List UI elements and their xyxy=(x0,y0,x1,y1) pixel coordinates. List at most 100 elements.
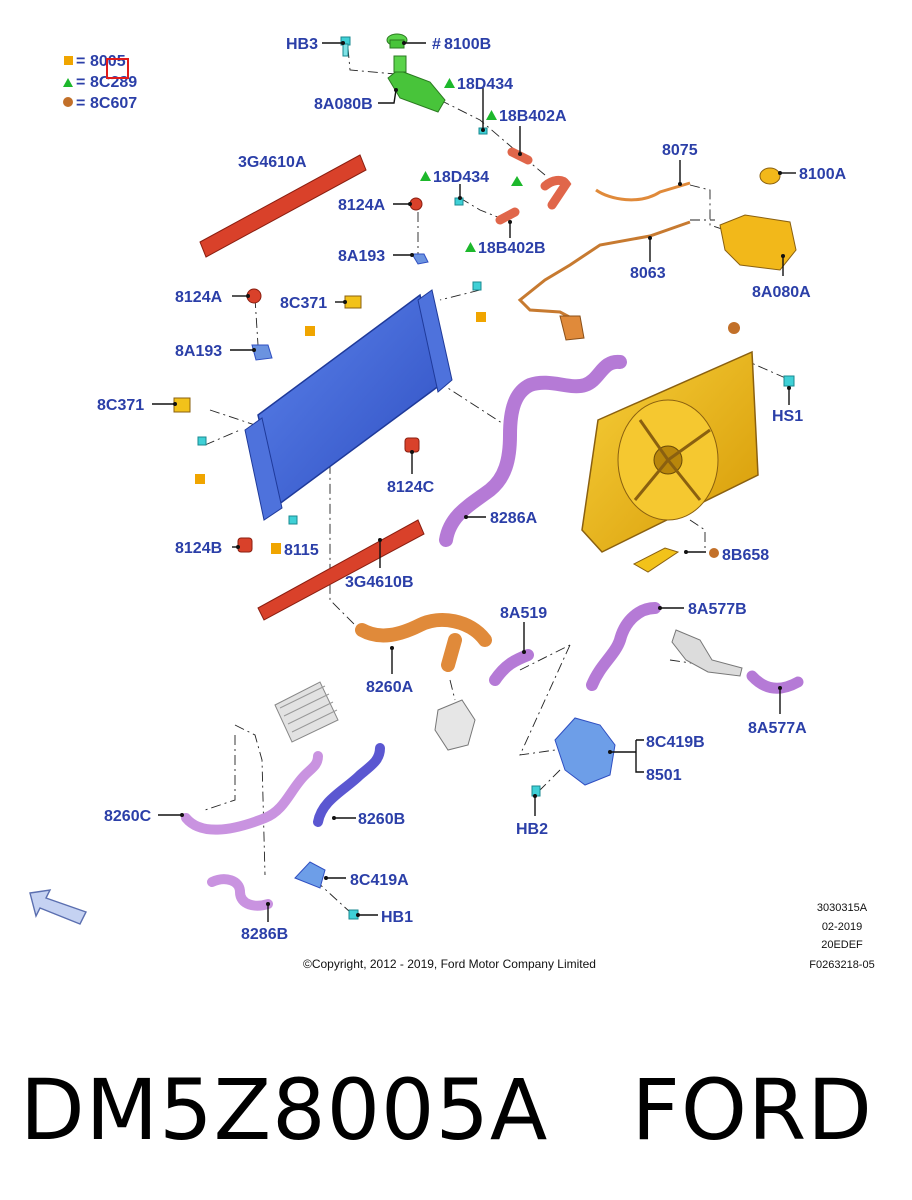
label-8260c: 8260C xyxy=(104,808,152,825)
marker-triangle-18d434-top-icon xyxy=(444,78,455,88)
legend-circle-code: 8C607 xyxy=(90,95,137,112)
highlight-box xyxy=(106,58,129,79)
meta-code3: F0263218-05 xyxy=(809,959,874,971)
legend-triangle-equals: = xyxy=(76,74,85,91)
label-8501: 8501 xyxy=(646,767,682,784)
hb3-bolt-icon xyxy=(340,36,351,57)
label-8100b-hash: # xyxy=(432,36,441,53)
label-8a577a: 8A577A xyxy=(748,720,807,737)
label-8124a-left: 8124A xyxy=(175,289,223,306)
label-8c419b: 8C419B xyxy=(646,734,705,751)
cap-8100a-icon xyxy=(759,167,781,185)
fitting-8a193-top-icon xyxy=(411,253,429,265)
label-8a519: 8A519 xyxy=(500,605,547,622)
resistor-8b658-icon xyxy=(632,547,680,573)
marker-triangle-18b402a-label-icon xyxy=(486,110,497,120)
label-8a080b: 8A080B xyxy=(314,96,373,113)
cooling-system-diagram: = 8005 = 8C289 = 8C607 xyxy=(29,33,875,971)
label-8b658: 8B658 xyxy=(722,547,769,564)
clip-top-right-icon xyxy=(472,281,482,291)
label-8a577b: 8A577B xyxy=(688,601,747,618)
marker-square-3-icon xyxy=(195,474,205,484)
label-8124b: 8124B xyxy=(175,540,222,557)
marker-circle-fan-icon xyxy=(728,322,740,334)
label-18b402a: 18B402A xyxy=(499,108,567,125)
label-8a193-left: 8A193 xyxy=(175,343,222,360)
hose-8a577a-icon xyxy=(746,670,804,694)
label-8286a: 8286A xyxy=(490,510,538,527)
fitting-8a193-left-icon xyxy=(251,344,273,361)
hose-18b402a-icon xyxy=(507,147,572,210)
marker-triangle-18b402b-icon xyxy=(465,242,476,252)
label-hb2: HB2 xyxy=(516,821,548,838)
marker-square-1-icon xyxy=(305,326,315,336)
hose-8a577b-icon xyxy=(586,602,661,691)
label-8c419a: 8C419A xyxy=(350,872,409,889)
label-8c371-left: 8C371 xyxy=(97,397,144,414)
label-hb1: HB1 xyxy=(381,909,413,926)
valve-8c419a-icon xyxy=(294,861,326,889)
marker-circle-8b658-icon xyxy=(709,548,719,558)
meta-code1: 3030315A xyxy=(817,902,868,914)
hose-18b402b-icon xyxy=(495,207,520,225)
radiator-icon xyxy=(244,289,453,521)
legend-triangle-code: 8C289 xyxy=(90,74,137,91)
label-hs1: HS1 xyxy=(772,408,803,425)
line-8063-icon xyxy=(517,220,691,322)
label-18d434-mid: 18D434 xyxy=(433,169,489,186)
leader-lines xyxy=(152,41,796,922)
label-18b402b: 18B402B xyxy=(478,240,546,257)
label-18d434-top: 18D434 xyxy=(457,76,513,93)
legend-square-icon xyxy=(64,56,73,65)
reservoir-8a080a-icon xyxy=(719,214,797,271)
label-8124c: 8124C xyxy=(387,479,435,496)
label-8286b: 8286B xyxy=(241,926,288,943)
label-8100a: 8100A xyxy=(799,166,847,183)
label-8a080a: 8A080A xyxy=(752,284,811,301)
hose-8260a-icon xyxy=(355,613,492,672)
marker-triangle-18b402a-icon xyxy=(511,176,523,186)
direction-arrow-icon xyxy=(29,889,87,925)
legend-circle-icon xyxy=(63,97,73,107)
label-8c371-top: 8C371 xyxy=(280,295,327,312)
clip-left-icon xyxy=(197,436,207,446)
label-8100b: 8100B xyxy=(444,36,491,53)
hose-8286a-icon xyxy=(439,354,627,547)
line-8075-icon xyxy=(595,181,691,202)
hose-8286b-icon xyxy=(207,874,273,911)
brand-name: FORD xyxy=(631,1061,873,1159)
hose-8a519-icon xyxy=(489,649,534,686)
seal-strip-3g4610a-icon xyxy=(199,154,367,258)
legend-circle-equals: = xyxy=(76,95,85,112)
label-8115: 8115 xyxy=(284,542,319,559)
marker-triangle-18d434-mid-icon xyxy=(420,171,431,181)
label-8260a: 8260A xyxy=(366,679,414,696)
legend-square-equals: = xyxy=(76,53,85,70)
hose-8260b-icon xyxy=(313,743,385,827)
parts xyxy=(29,33,804,925)
label-8075: 8075 xyxy=(662,142,698,159)
heater-core-icon xyxy=(274,681,339,743)
part-number: DM5Z8005A xyxy=(20,1061,549,1159)
label-8063: 8063 xyxy=(630,265,666,282)
reservoir-8a080b-icon xyxy=(387,55,446,113)
seal-strip-3g4610b-icon xyxy=(257,519,425,621)
water-pump-8501-icon xyxy=(554,717,616,786)
seal-8124c-icon xyxy=(404,437,420,453)
marker-square-2-icon xyxy=(476,312,486,322)
legend: = 8005 = 8C289 = 8C607 xyxy=(63,53,137,112)
valve-grey-icon xyxy=(671,629,743,677)
bracket-8c371-top-icon xyxy=(344,295,362,309)
label-8124a-top: 8124A xyxy=(338,197,386,214)
seal-8124b-icon xyxy=(237,537,253,553)
clip-8115-icon xyxy=(288,515,298,525)
meta-code2: 20EDEF xyxy=(821,939,863,951)
label-3g4610b: 3G4610B xyxy=(345,574,414,591)
copyright-text: ©Copyright, 2012 - 2019, Ford Motor Comp… xyxy=(303,957,596,971)
bracket-8063-icon xyxy=(559,315,585,341)
drawing-meta: 3030315A 02-2019 20EDEF F0263218-05 ©Cop… xyxy=(303,902,875,971)
label-8a193-top: 8A193 xyxy=(338,248,385,265)
part-caption: DM5Z8005A FORD xyxy=(20,1050,900,1170)
label-8260b: 8260B xyxy=(358,811,405,828)
fan-shroud-icon xyxy=(581,350,759,553)
